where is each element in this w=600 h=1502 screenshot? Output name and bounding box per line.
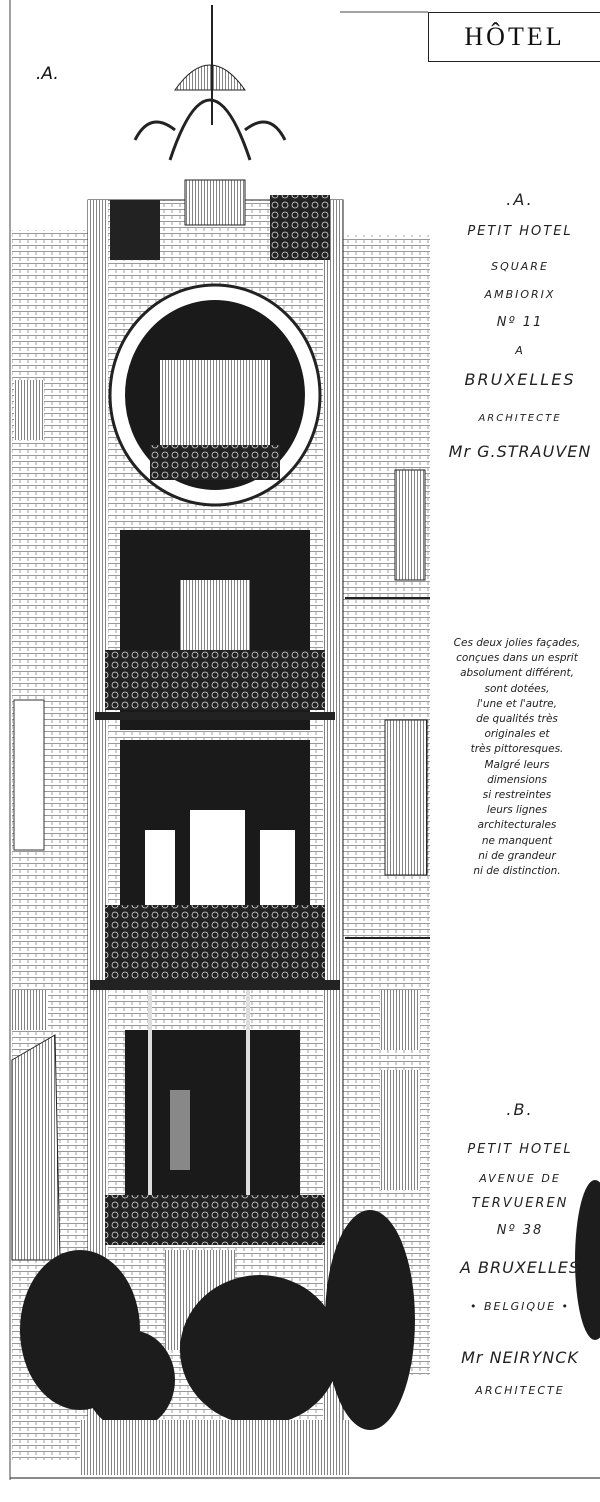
- architect-name: Mr NEIRYNCK: [461, 1348, 579, 1367]
- description-line: l'une et l'autre,: [477, 697, 557, 710]
- caption-line: Nº 11: [496, 315, 544, 330]
- description-line: originales et: [484, 728, 550, 741]
- description-line: dimensions: [487, 773, 547, 786]
- caption-line: AMBIORIX: [484, 288, 556, 301]
- description-line: très pittoresques.: [470, 743, 564, 756]
- caption-line: ARCHITECTE: [475, 1384, 565, 1397]
- caption-line: ARCHITECTE: [478, 413, 562, 424]
- architect-name: Mr G.STRAUVEN: [448, 442, 592, 461]
- description-line: ni de grandeur: [478, 849, 556, 862]
- description-line: ni de distinction.: [473, 865, 561, 878]
- caption-line: A: [515, 344, 525, 357]
- section-letter: .B.: [506, 1100, 534, 1119]
- description-line: absolument différent,: [460, 667, 574, 680]
- description-line: architecturales: [477, 819, 557, 832]
- caption-line: SQUARE: [491, 260, 549, 273]
- description-line: de qualités très: [476, 713, 558, 726]
- caption-line: A BRUXELLES: [460, 1258, 580, 1277]
- description-line: Ces deux jolies façades,: [453, 637, 581, 649]
- caption-line: • BELGIQUE •: [469, 1300, 571, 1313]
- caption-line: AVENUE DE: [479, 1172, 561, 1185]
- pavement: [80, 1420, 350, 1475]
- plate-letter: .A.: [36, 64, 59, 84]
- caption-line: TERVUEREN: [471, 1196, 569, 1211]
- description-line: si restreintes: [482, 789, 552, 802]
- trees: [20, 1180, 600, 1430]
- caption-line: PETIT HOTEL: [467, 224, 573, 239]
- caption-line: BRUXELLES: [464, 370, 576, 389]
- description-text: Ces deux jolies façades, conçues dans un…: [432, 636, 600, 879]
- caption-line: PETIT HOTEL: [467, 1142, 573, 1157]
- plate-title: HÔTEL: [428, 12, 600, 62]
- section-letter: .A.: [506, 190, 534, 209]
- caption-line: Nº 38: [496, 1223, 544, 1238]
- main-facade: [87, 5, 344, 1451]
- description-line: ne manquent: [481, 834, 553, 847]
- left-neighbour-building: [11, 230, 90, 1460]
- description-line: Malgré leurs: [484, 758, 550, 771]
- description-line: sont dotées,: [484, 682, 550, 695]
- right-neighbour-building: [340, 235, 430, 1375]
- description-line: leurs lignes: [486, 804, 548, 817]
- description-line: conçues dans un esprit: [456, 652, 578, 665]
